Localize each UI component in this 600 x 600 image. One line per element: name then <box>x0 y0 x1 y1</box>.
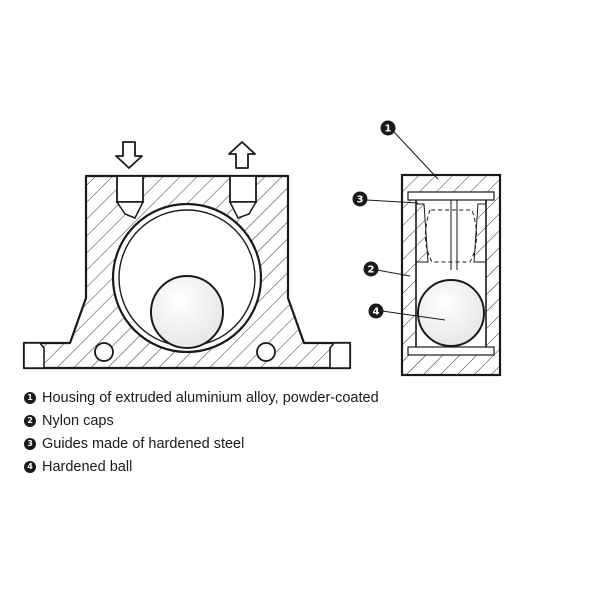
svg-text:4: 4 <box>373 307 380 318</box>
legend-text-guides: Guides made of hardened steel <box>42 435 245 452</box>
arrow-down-icon <box>115 141 143 169</box>
legend: 1 Housing of extruded aluminium alloy, p… <box>24 386 379 478</box>
callout-1: 1 <box>380 120 396 136</box>
nylon-cap-top <box>407 191 495 201</box>
leader-1 <box>393 131 439 180</box>
arrow-up-icon <box>228 141 256 169</box>
svg-text:2: 2 <box>368 265 375 276</box>
outlet-channel <box>228 201 258 219</box>
section-ball <box>417 279 485 347</box>
callout-4: 4 <box>368 303 384 319</box>
mounting-hole-left <box>94 342 114 362</box>
legend-badge-4: 4 <box>24 460 36 473</box>
leader-4 <box>381 310 446 321</box>
guide-left <box>415 203 429 263</box>
legend-item-housing: 1 Housing of extruded aluminium alloy, p… <box>24 386 379 409</box>
nylon-cap-bottom <box>407 346 495 356</box>
legend-text-nylon-caps: Nylon caps <box>42 412 114 429</box>
leader-2 <box>376 269 411 277</box>
callout-2: 2 <box>363 261 379 277</box>
mounting-hole-right <box>256 342 276 362</box>
legend-badge-1: 1 <box>24 391 36 404</box>
foot-slot-left <box>23 342 45 369</box>
leader-3 <box>365 199 419 204</box>
housing-section-view: 1 3 2 4 <box>352 120 502 377</box>
foot-slot-right <box>329 342 351 369</box>
outlet-port <box>229 175 257 203</box>
ball <box>150 275 224 349</box>
svg-text:3: 3 <box>357 195 364 206</box>
guide-right <box>473 203 487 263</box>
housing-front-view <box>22 141 352 370</box>
legend-badge-2: 2 <box>24 414 36 427</box>
legend-item-ball: 4 Hardened ball <box>24 455 379 478</box>
legend-badge-3: 3 <box>24 437 36 450</box>
inlet-port <box>116 175 144 203</box>
legend-item-nylon-caps: 2 Nylon caps <box>24 409 379 432</box>
legend-text-housing: Housing of extruded aluminium alloy, pow… <box>42 389 379 406</box>
svg-text:1: 1 <box>385 124 392 135</box>
callout-3: 3 <box>352 191 368 207</box>
inlet-channel <box>115 201 145 219</box>
guide-bore <box>425 209 477 263</box>
legend-text-ball: Hardened ball <box>42 458 133 475</box>
legend-item-guides: 3 Guides made of hardened steel <box>24 432 379 455</box>
